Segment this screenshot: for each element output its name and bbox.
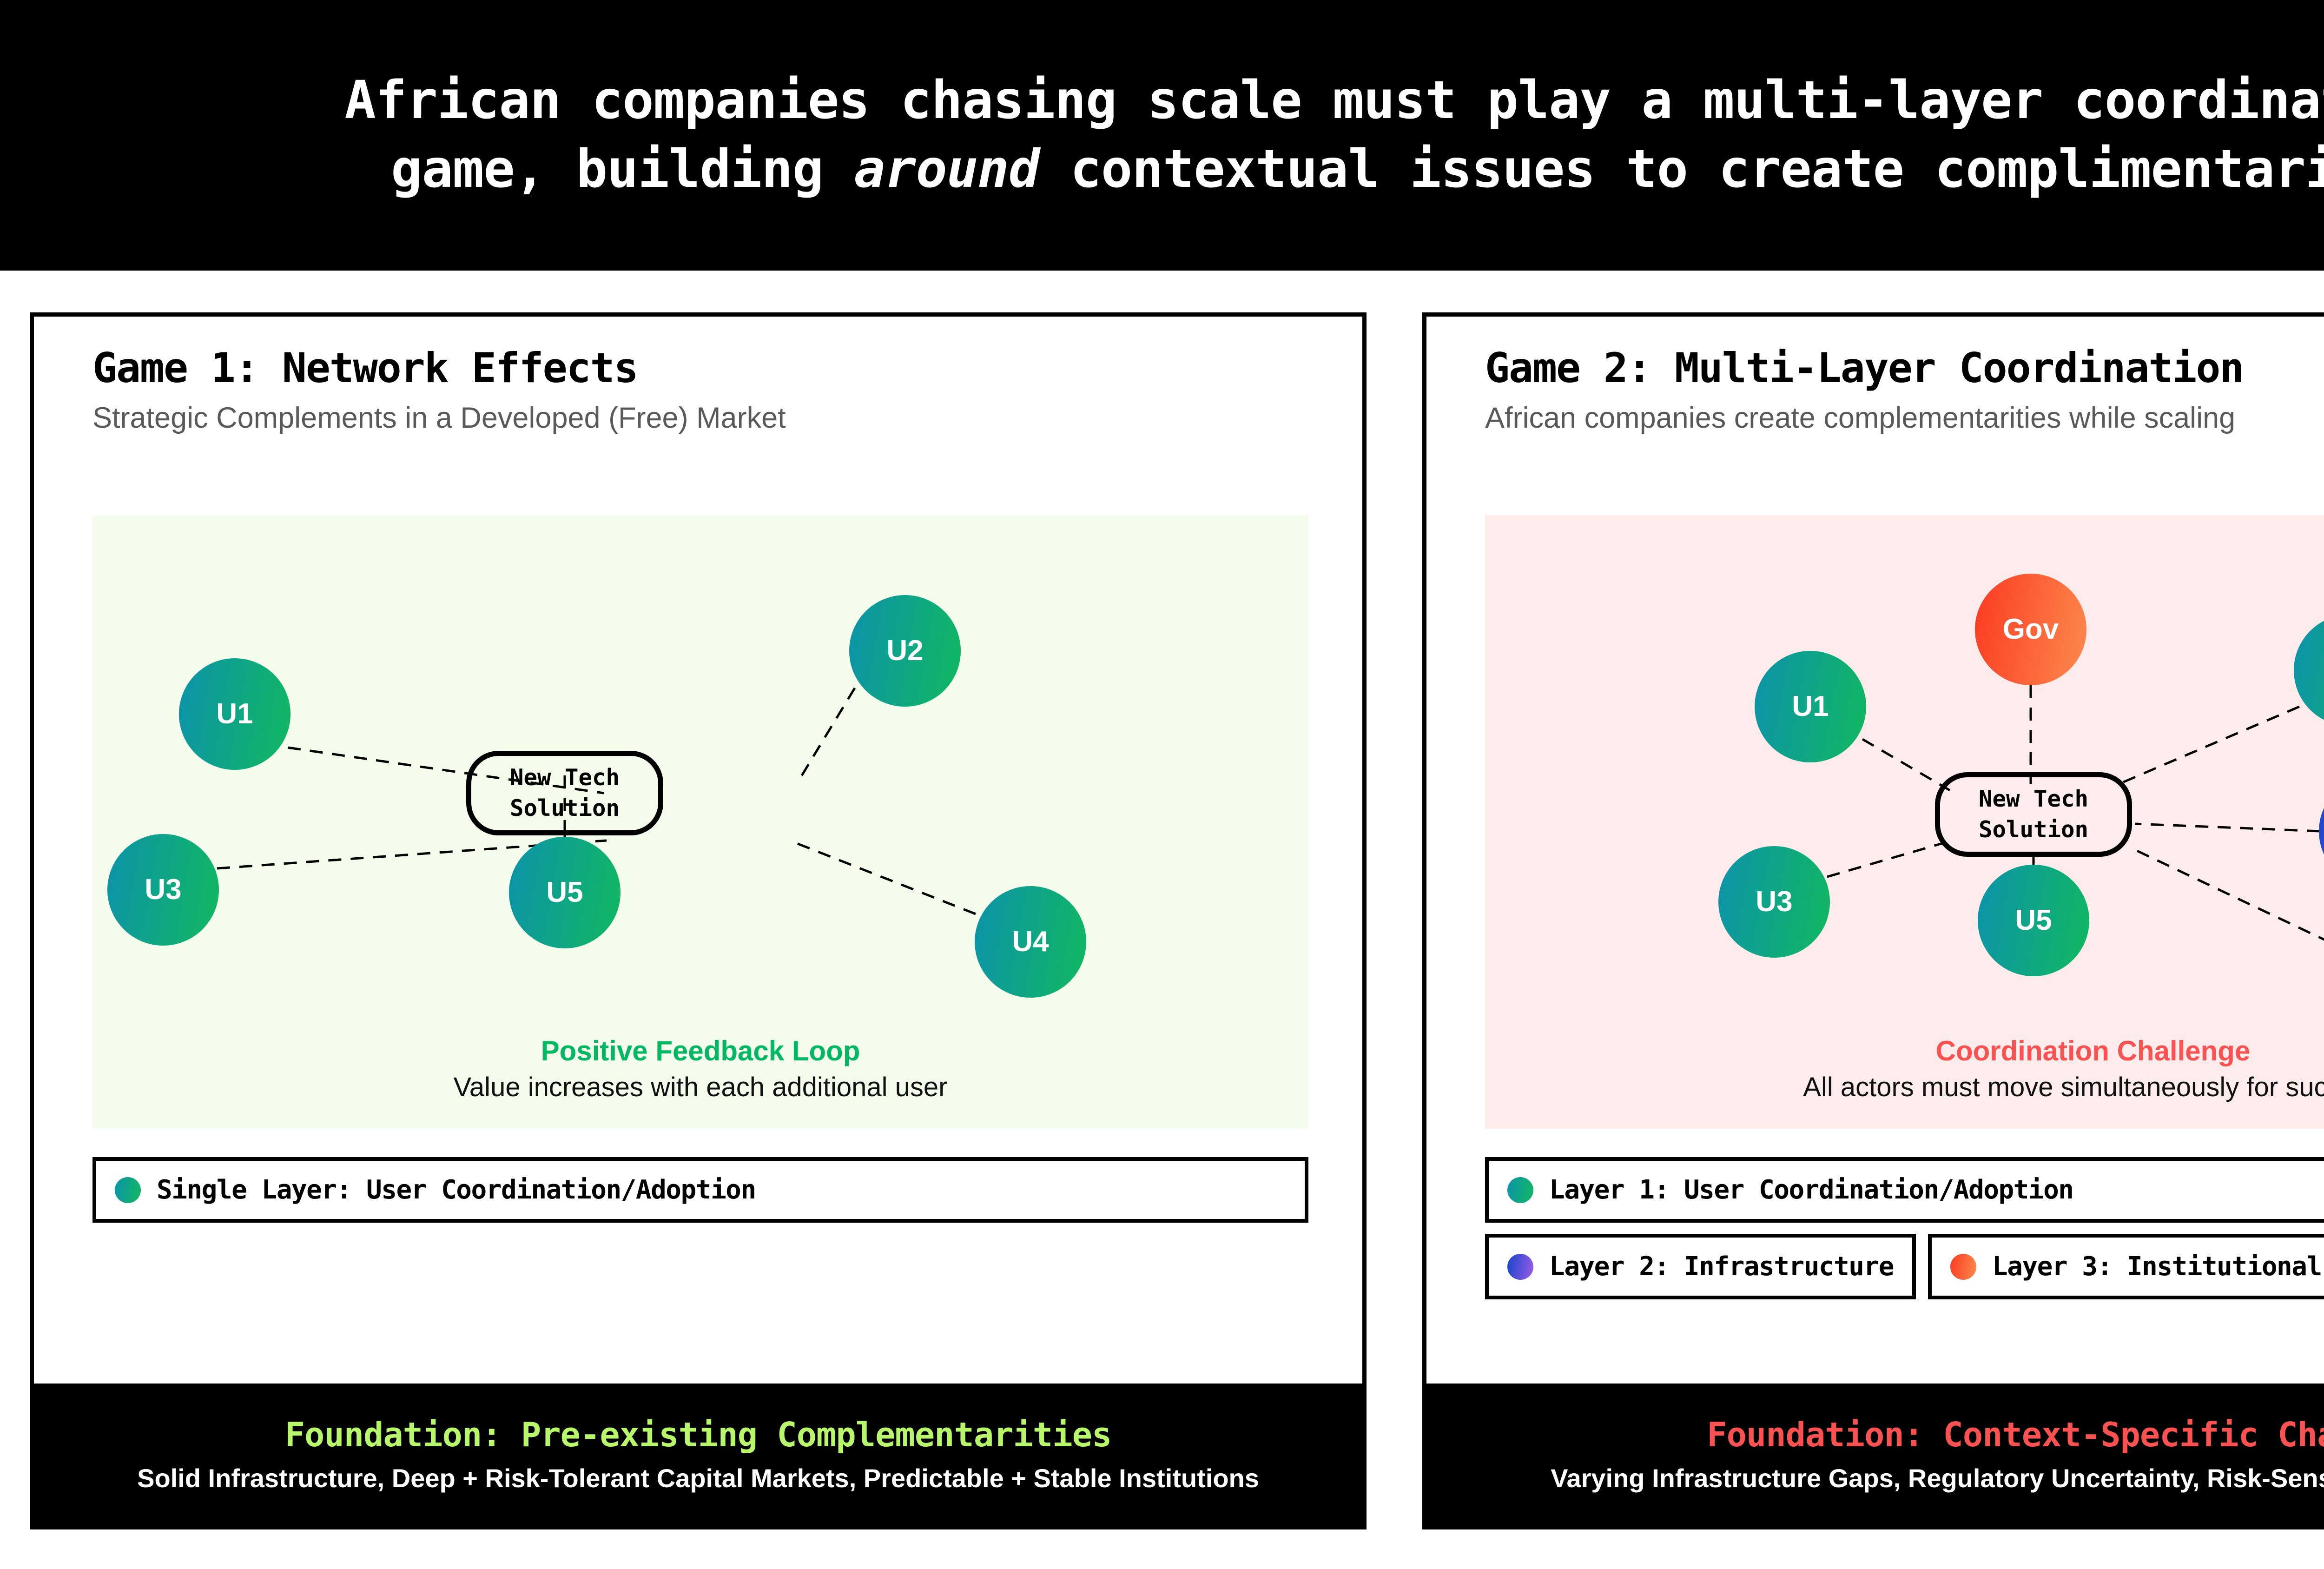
hub-line-2: Solution — [509, 795, 620, 821]
legend-row-left-1: Single Layer: User Coordination/Adoption — [92, 1157, 1308, 1223]
node-u3[interactable]: U3 — [1718, 846, 1830, 958]
hub-new-tech-solution-right: New Tech Solution — [1935, 772, 2132, 857]
node-u1[interactable]: U1 — [1755, 651, 1866, 762]
header-banner: African companies chasing scale must pla… — [0, 0, 2324, 271]
diagram-caption-right: Coordination Challenge All actors must m… — [1485, 1035, 2324, 1104]
node-gov[interactable]: Gov — [1975, 574, 2086, 685]
panel-right-body: Game 2: Multi-Layer Coordination African… — [1426, 317, 2324, 1384]
legend-dot-layer3-icon — [1950, 1253, 1976, 1280]
network-diagram-game-1: New Tech Solution U1 U2 U3 U4 U5 Positiv… — [92, 515, 1308, 1129]
hub-line-1: New Tech — [1978, 786, 2088, 813]
node-u4[interactable]: U4 — [975, 886, 1086, 998]
footer-left: Foundation: Pre-existing Complementariti… — [34, 1384, 1362, 1525]
node-u5[interactable]: U5 — [509, 837, 621, 948]
edge-u3-hub — [1827, 842, 1943, 878]
edge-infra-hub — [2134, 822, 2320, 833]
node-u3[interactable]: U3 — [107, 834, 219, 946]
panel-game-1: Game 1: Network Effects Strategic Comple… — [30, 312, 1367, 1529]
footer-right: Foundation: Context-Specific Challenges … — [1426, 1384, 2324, 1525]
diagram-caption-left: Positive Feedback Loop Value increases w… — [92, 1035, 1308, 1104]
legend-item-layer-2[interactable]: Layer 2: Infrastructure — [1485, 1234, 1916, 1299]
edge-u2-hub — [798, 687, 856, 781]
legend-dot-layer2-icon — [1507, 1253, 1533, 1280]
legend-item-layer-3[interactable]: Layer 3: Institutional Support — [1928, 1234, 2324, 1299]
network-diagram-game-2: New Tech Solution Gov U1 U2 Infra U3 U4 … — [1485, 515, 2324, 1129]
panel-left-subtitle: Strategic Complements in a Developed (Fr… — [92, 401, 786, 434]
legend-right: Layer 1: User Coordination/Adoption Laye… — [1485, 1157, 2324, 1311]
node-u2[interactable]: U2 — [849, 595, 961, 707]
hub-new-tech-solution-left: New Tech Solution — [466, 751, 663, 835]
legend-label-layer-2: Layer 2: Infrastructure — [1549, 1251, 1894, 1282]
legend-row-right-1: Layer 1: User Coordination/Adoption — [1485, 1157, 2324, 1223]
header-emphasis-around: around — [854, 139, 1040, 199]
panel-right-title: Game 2: Multi-Layer Coordination — [1485, 344, 2244, 392]
hub-line-1: New Tech — [509, 764, 620, 791]
panel-right-subtitle: African companies create complementariti… — [1485, 401, 2236, 434]
footer-title-right: Foundation: Context-Specific Challenges — [1707, 1415, 2324, 1454]
header-line-2b: contextual issues to create complimentar… — [1039, 139, 2324, 199]
node-u1[interactable]: U1 — [179, 658, 290, 770]
caption-highlight-right: Coordination Challenge — [1935, 1035, 2251, 1066]
edge-u4-hub — [2130, 847, 2324, 941]
header-line-2a: game, building — [391, 139, 854, 199]
node-infra[interactable]: Infra — [2319, 775, 2324, 887]
legend-dot-layer1-icon — [115, 1177, 141, 1203]
panel-left-title: Game 1: Network Effects — [92, 344, 639, 392]
hub-line-2: Solution — [1978, 816, 2088, 843]
edge-u1-hub — [287, 746, 604, 794]
edge-u1-hub — [1862, 738, 1951, 792]
caption-sub-right: All actors must move simultaneously for … — [1803, 1072, 2324, 1103]
legend-label-layer-3: Layer 3: Institutional Support — [1992, 1251, 2324, 1282]
legend-label-layer-1: Layer 1: User Coordination/Adoption — [1549, 1175, 2074, 1205]
edge-lines-right — [1827, 685, 2324, 941]
edge-u2-hub — [2117, 705, 2300, 786]
panel-left-body: Game 1: Network Effects Strategic Comple… — [34, 317, 1362, 1384]
legend-item-layer-1[interactable]: Layer 1: User Coordination/Adoption — [1485, 1157, 2324, 1223]
edge-u4-hub — [789, 839, 976, 915]
legend-label-single-layer: Single Layer: User Coordination/Adoption — [157, 1175, 756, 1205]
legend-row-right-2: Layer 2: Infrastructure Layer 3: Institu… — [1485, 1234, 2324, 1299]
footer-subtitle-right: Varying Infrastructure Gaps, Regulatory … — [1551, 1463, 2324, 1493]
header-line-1: African companies chasing scale must pla… — [344, 70, 2324, 131]
legend-left: Single Layer: User Coordination/Adoption — [92, 1157, 1308, 1234]
caption-sub-left: Value increases with each additional use… — [453, 1072, 948, 1103]
footer-title-left: Foundation: Pre-existing Complementariti… — [284, 1415, 1112, 1454]
legend-item-single-layer[interactable]: Single Layer: User Coordination/Adoption — [92, 1157, 1308, 1223]
footer-subtitle-left: Solid Infrastructure, Deep + Risk-Tolera… — [137, 1463, 1259, 1493]
legend-dot-layer1-icon — [1507, 1177, 1533, 1203]
caption-highlight-left: Positive Feedback Loop — [541, 1035, 860, 1066]
node-u5[interactable]: U5 — [1978, 865, 2089, 976]
page-title: African companies chasing scale must pla… — [344, 66, 2324, 204]
panel-game-2: Game 2: Multi-Layer Coordination African… — [1422, 312, 2324, 1529]
